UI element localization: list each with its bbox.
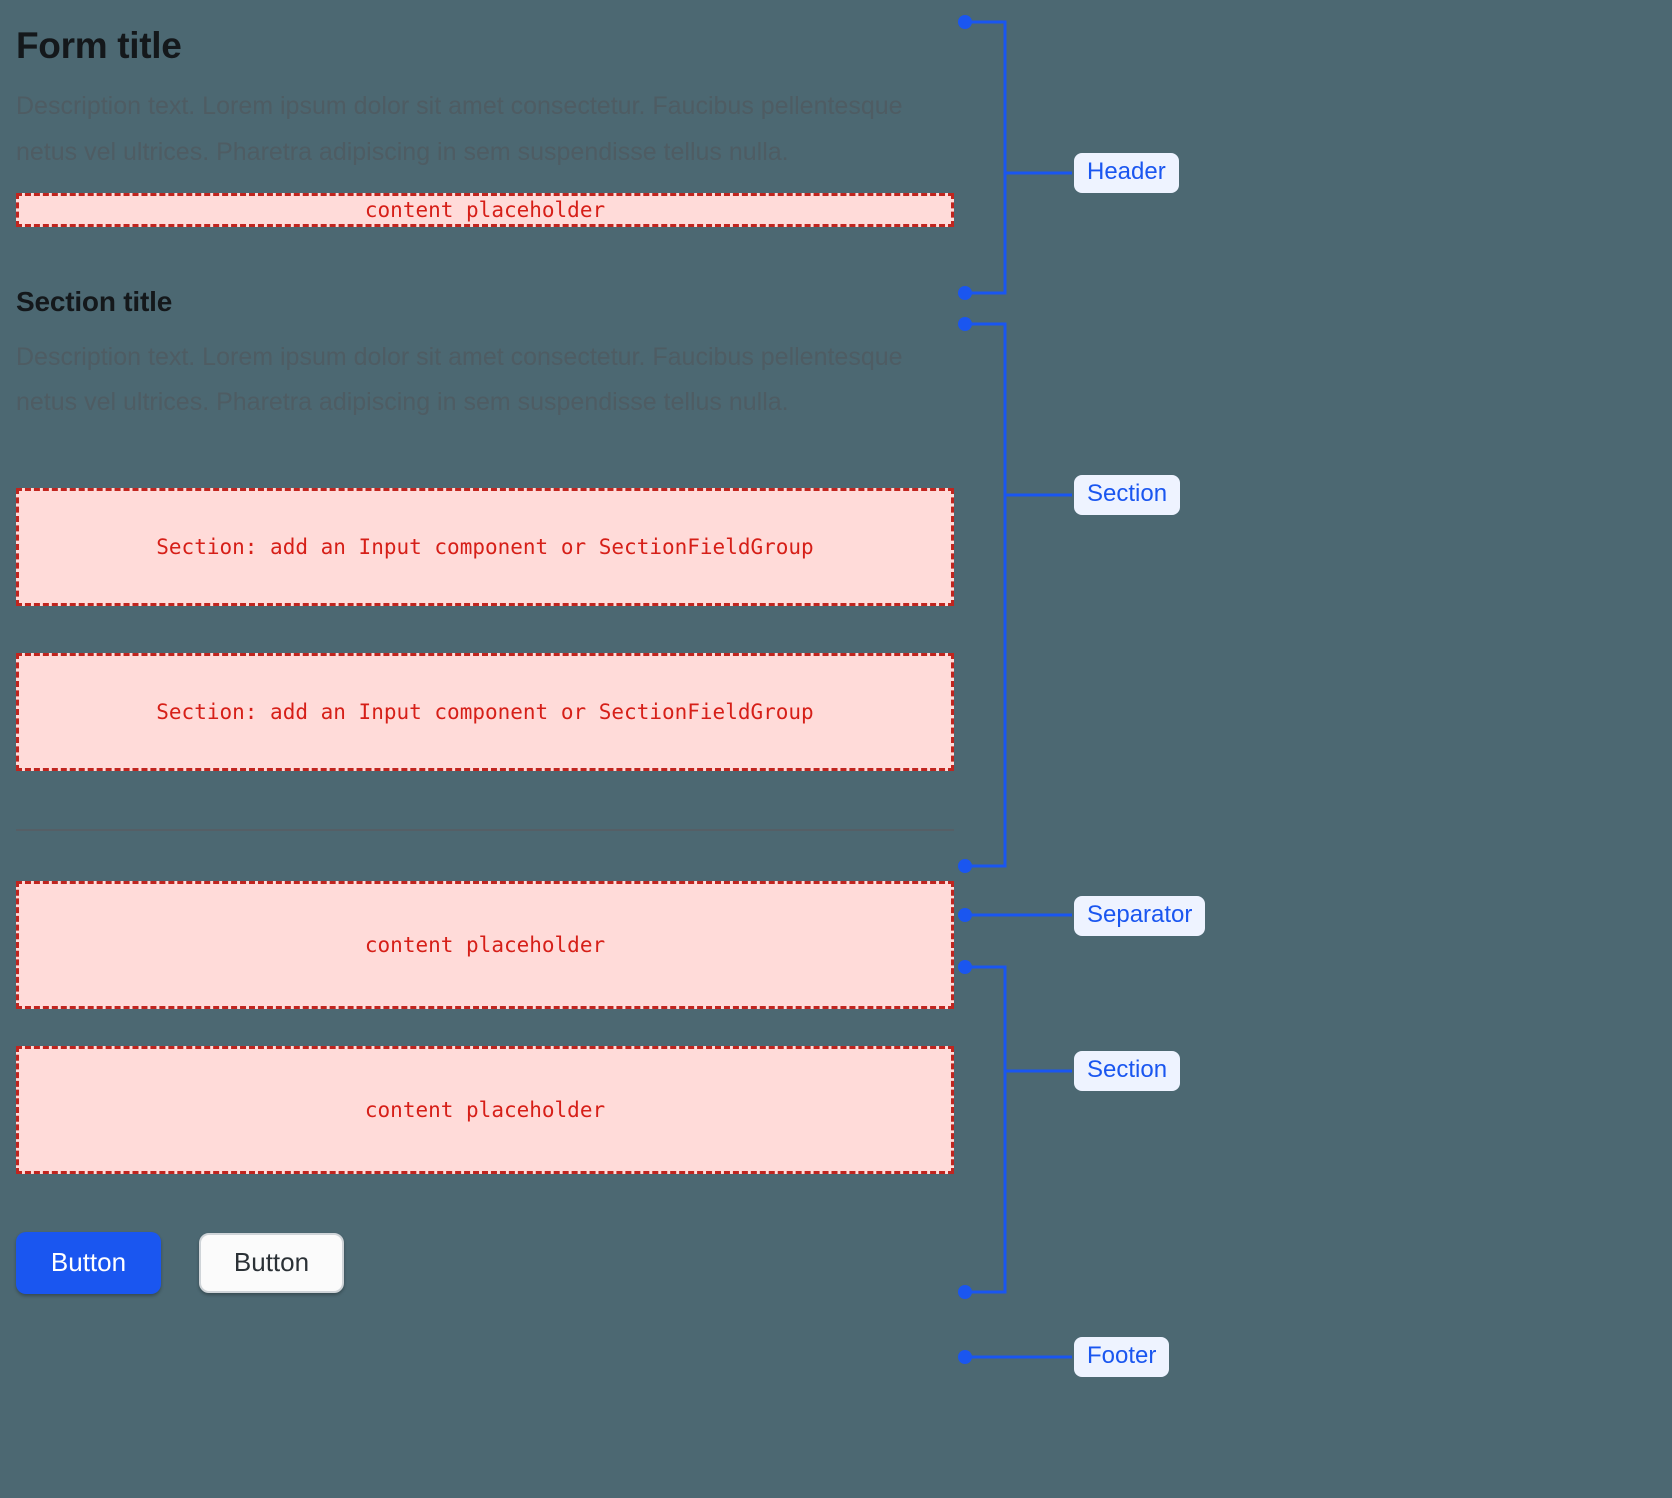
separator xyxy=(16,828,954,831)
secondary-button[interactable]: Button xyxy=(199,1232,344,1293)
annotation-badge-footer[interactable]: Footer xyxy=(1074,1337,1170,1377)
section-content-placeholder-2[interactable]: content placeholder xyxy=(16,1045,954,1174)
form-header-description: Description text. Lorem ipsum dolor sit … xyxy=(16,92,903,166)
section-field-placeholder-1[interactable]: Section: add an Input component or Secti… xyxy=(16,487,954,606)
form-header-region: Form title Description text. Lorem ipsum… xyxy=(16,24,954,228)
form-section-two: content placeholder content placeholder xyxy=(16,880,954,1174)
form-title: Form title xyxy=(16,25,182,66)
form-layout: Form title Description text. Lorem ipsum… xyxy=(16,0,954,1294)
section-title: Section title xyxy=(16,286,173,318)
section-two-bracket xyxy=(965,965,1007,1294)
header-content-placeholder[interactable]: content placeholder xyxy=(16,193,954,228)
header-bracket xyxy=(965,20,1007,295)
annotation-badge-header[interactable]: Header xyxy=(1074,153,1179,193)
section-field-placeholder-2[interactable]: Section: add an Input component or Secti… xyxy=(16,652,954,771)
form-footer: Button Button xyxy=(16,1231,954,1294)
section-content-placeholder-1[interactable]: content placeholder xyxy=(16,880,954,1009)
annotation-badge-separator[interactable]: Separator xyxy=(1074,896,1206,936)
annotation-badge-section-one[interactable]: Section xyxy=(1074,475,1181,515)
annotation-anchor-dots xyxy=(958,15,972,1364)
primary-button[interactable]: Button xyxy=(16,1231,161,1294)
form-section-one: Section title Description text. Lorem ip… xyxy=(16,285,954,771)
section-one-bracket xyxy=(965,322,1007,868)
annotation-badge-section-two[interactable]: Section xyxy=(1074,1051,1181,1091)
section-description: Description text. Lorem ipsum dolor sit … xyxy=(16,342,903,417)
